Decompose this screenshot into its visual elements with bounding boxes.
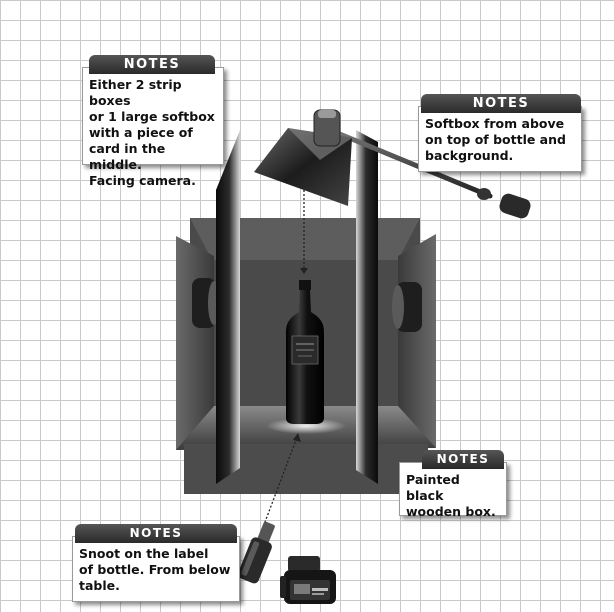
boom-arm [327, 127, 493, 199]
right-panel [356, 130, 378, 484]
right-strip-light [392, 282, 422, 332]
note-black-box: NOTES Painted black wooden box. [399, 450, 507, 519]
note-strip-boxes: NOTES Either 2 strip boxes or 1 large so… [82, 55, 224, 188]
overhead-softbox [254, 109, 531, 219]
note-title: NOTES [421, 94, 581, 113]
note-text: Snoot on the label of bottle. From below… [79, 546, 231, 593]
note-title: NOTES [422, 450, 504, 469]
left-panel [216, 130, 240, 484]
boom-counterweight [499, 193, 531, 219]
note-overhead-softbox: NOTES Softbox from above on top of bottl… [418, 94, 582, 172]
snoot-light-direction [261, 439, 297, 531]
floor-light-spot [266, 418, 346, 434]
note-text: Softbox from above on top of bottle and … [425, 116, 566, 163]
top-light-arrowhead [300, 268, 308, 274]
note-title: NOTES [89, 55, 215, 74]
snoot-light [237, 521, 275, 584]
note-text: Painted black wooden box. [406, 472, 496, 519]
snoot-light-arrowhead [293, 433, 301, 442]
left-strip-light [192, 278, 220, 328]
note-title: NOTES [75, 524, 237, 543]
note-text: Either 2 strip boxes or 1 large softbox … [89, 77, 215, 188]
wine-bottle [286, 280, 324, 424]
camera-icon [280, 556, 336, 604]
note-snoot: NOTES Snoot on the label of bottle. From… [72, 524, 240, 602]
